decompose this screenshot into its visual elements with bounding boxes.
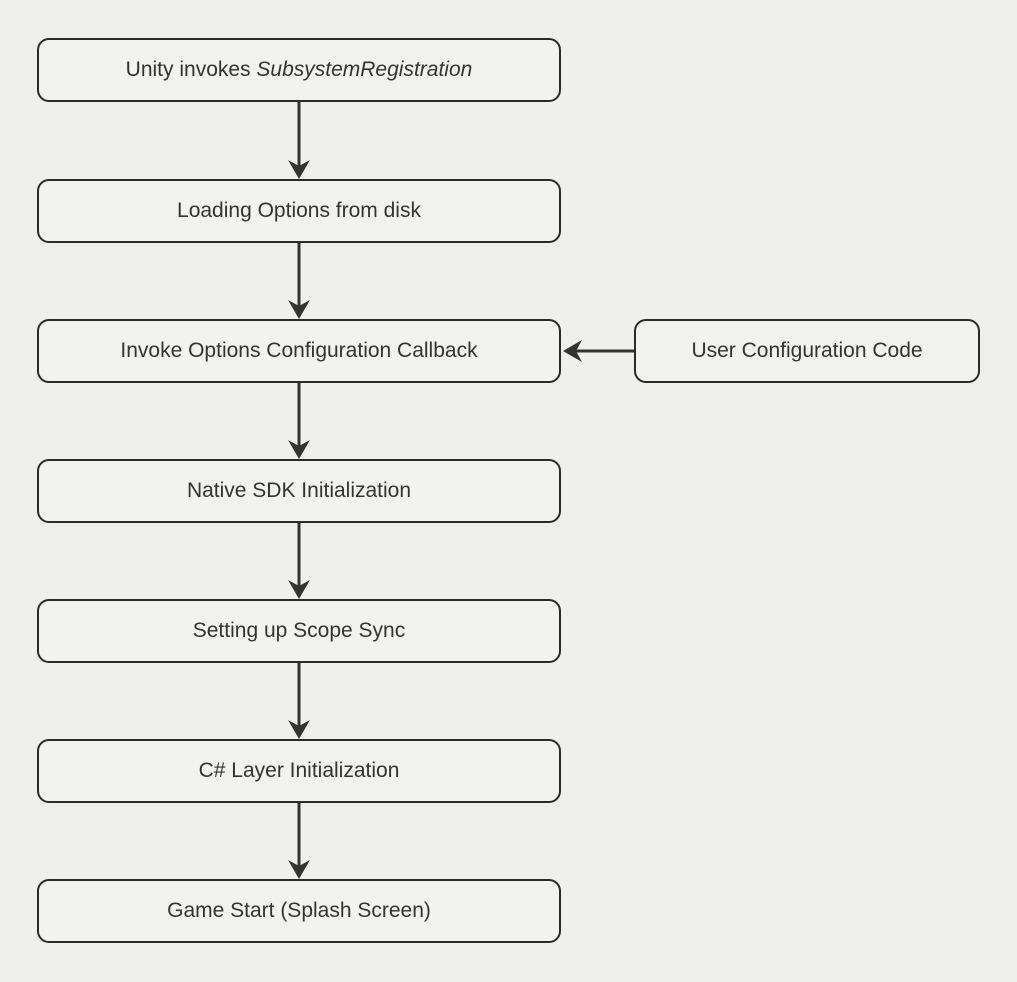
- node-invoke-options-configuration-callback: Invoke Options Configuration Callback: [37, 319, 561, 383]
- node-game-start-splash-screen: Game Start (Splash Screen): [37, 879, 561, 943]
- arrow-native-sdk-to-scope-sync: [288, 523, 310, 599]
- arrow-invoke-callback-to-native-sdk: [288, 383, 310, 459]
- node-loading-options-from-disk: Loading Options from disk: [37, 179, 561, 243]
- node-label: Game Start (Splash Screen): [167, 899, 431, 923]
- arrow-scope-sync-to-csharp-layer: [288, 663, 310, 739]
- node-unity-invokes-subsystemregistration: Unity invokes SubsystemRegistration: [37, 38, 561, 102]
- node-label: Unity invokes SubsystemRegistration: [125, 58, 473, 82]
- node-native-sdk-initialization: Native SDK Initialization: [37, 459, 561, 523]
- node-label: Loading Options from disk: [177, 199, 421, 223]
- node-label: Native SDK Initialization: [186, 479, 412, 503]
- arrow-unity-to-loading: [288, 102, 310, 179]
- node-label: Setting up Scope Sync: [192, 619, 406, 643]
- node-setting-up-scope-sync: Setting up Scope Sync: [37, 599, 561, 663]
- node-csharp-layer-initialization: C# Layer Initialization: [37, 739, 561, 803]
- arrow-csharp-layer-to-game-start: [288, 803, 310, 879]
- arrow-loading-to-invoke-callback: [288, 243, 310, 319]
- node-label-italic: SubsystemRegistration: [256, 58, 473, 82]
- node-user-configuration-code: User Configuration Code: [634, 319, 980, 383]
- arrow-user-config-to-invoke-callback: [563, 340, 634, 362]
- node-label: Invoke Options Configuration Callback: [120, 339, 478, 363]
- node-label: C# Layer Initialization: [198, 759, 400, 783]
- node-label: User Configuration Code: [691, 339, 923, 363]
